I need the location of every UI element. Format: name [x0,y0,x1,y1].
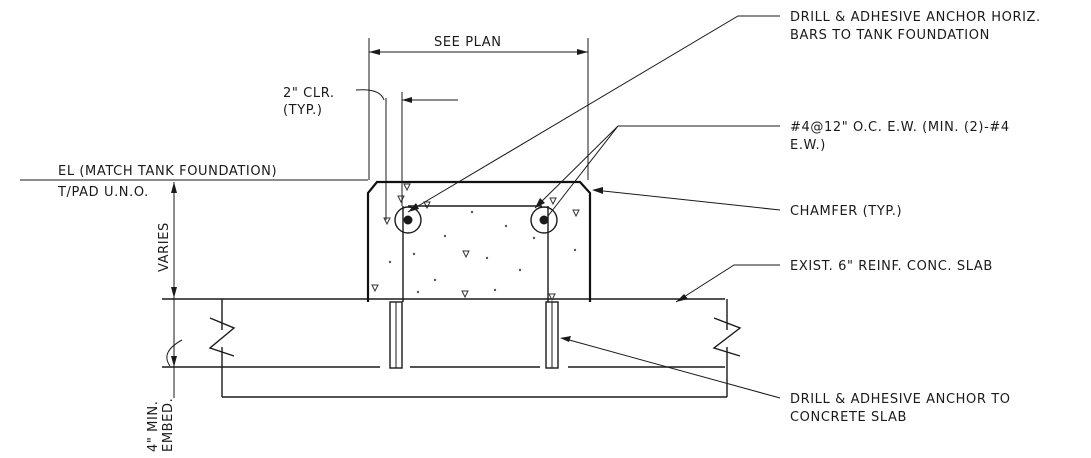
existing-concrete-slab [162,298,742,398]
dimension-varies [166,182,183,398]
break-line-right [712,317,742,357]
chamfer-label: CHAMFER (TYP.) [790,204,902,219]
embed-label-line2: EMBED. [161,398,176,452]
slab-dowels [389,301,559,369]
embed-label-line1: 4" MIN. [146,401,161,453]
break-line-left [208,317,236,357]
see-plan-label: SEE PLAN [434,35,502,50]
rebar-label-line1: #4@12" O.C. E.W. (MIN. (2)-#4 [790,120,1010,135]
elevation-label-line2: T/PAD U.N.O. [57,185,149,200]
clearance-label-line2: (TYP.) [283,103,323,118]
leader-lines [407,15,781,399]
drill-slab-label-line2: CONCRETE SLAB [790,410,907,425]
rebar-cage [394,205,558,302]
drill-horiz-label-line1: DRILL & ADHESIVE ANCHOR HORIZ. [790,10,1041,25]
rebar-circle-right [530,206,558,234]
concrete-pad [366,180,592,302]
dimension-clearance [355,89,458,220]
drill-horiz-label-line2: BARS TO TANK FOUNDATION [790,28,990,43]
exist-slab-label: EXIST. 6" REINF. CONC. SLAB [790,259,993,274]
rebar-label-line2: E.W.) [790,138,826,153]
varies-label: VARIES [157,222,172,272]
clearance-label-line1: 2" CLR. [283,86,335,101]
dimension-see-plan [368,38,589,180]
rebar-circle-left [394,206,422,234]
elevation-label-line1: EL (MATCH TANK FOUNDATION) [58,164,277,179]
drill-slab-label-line1: DRILL & ADHESIVE ANCHOR TO [790,392,1011,407]
